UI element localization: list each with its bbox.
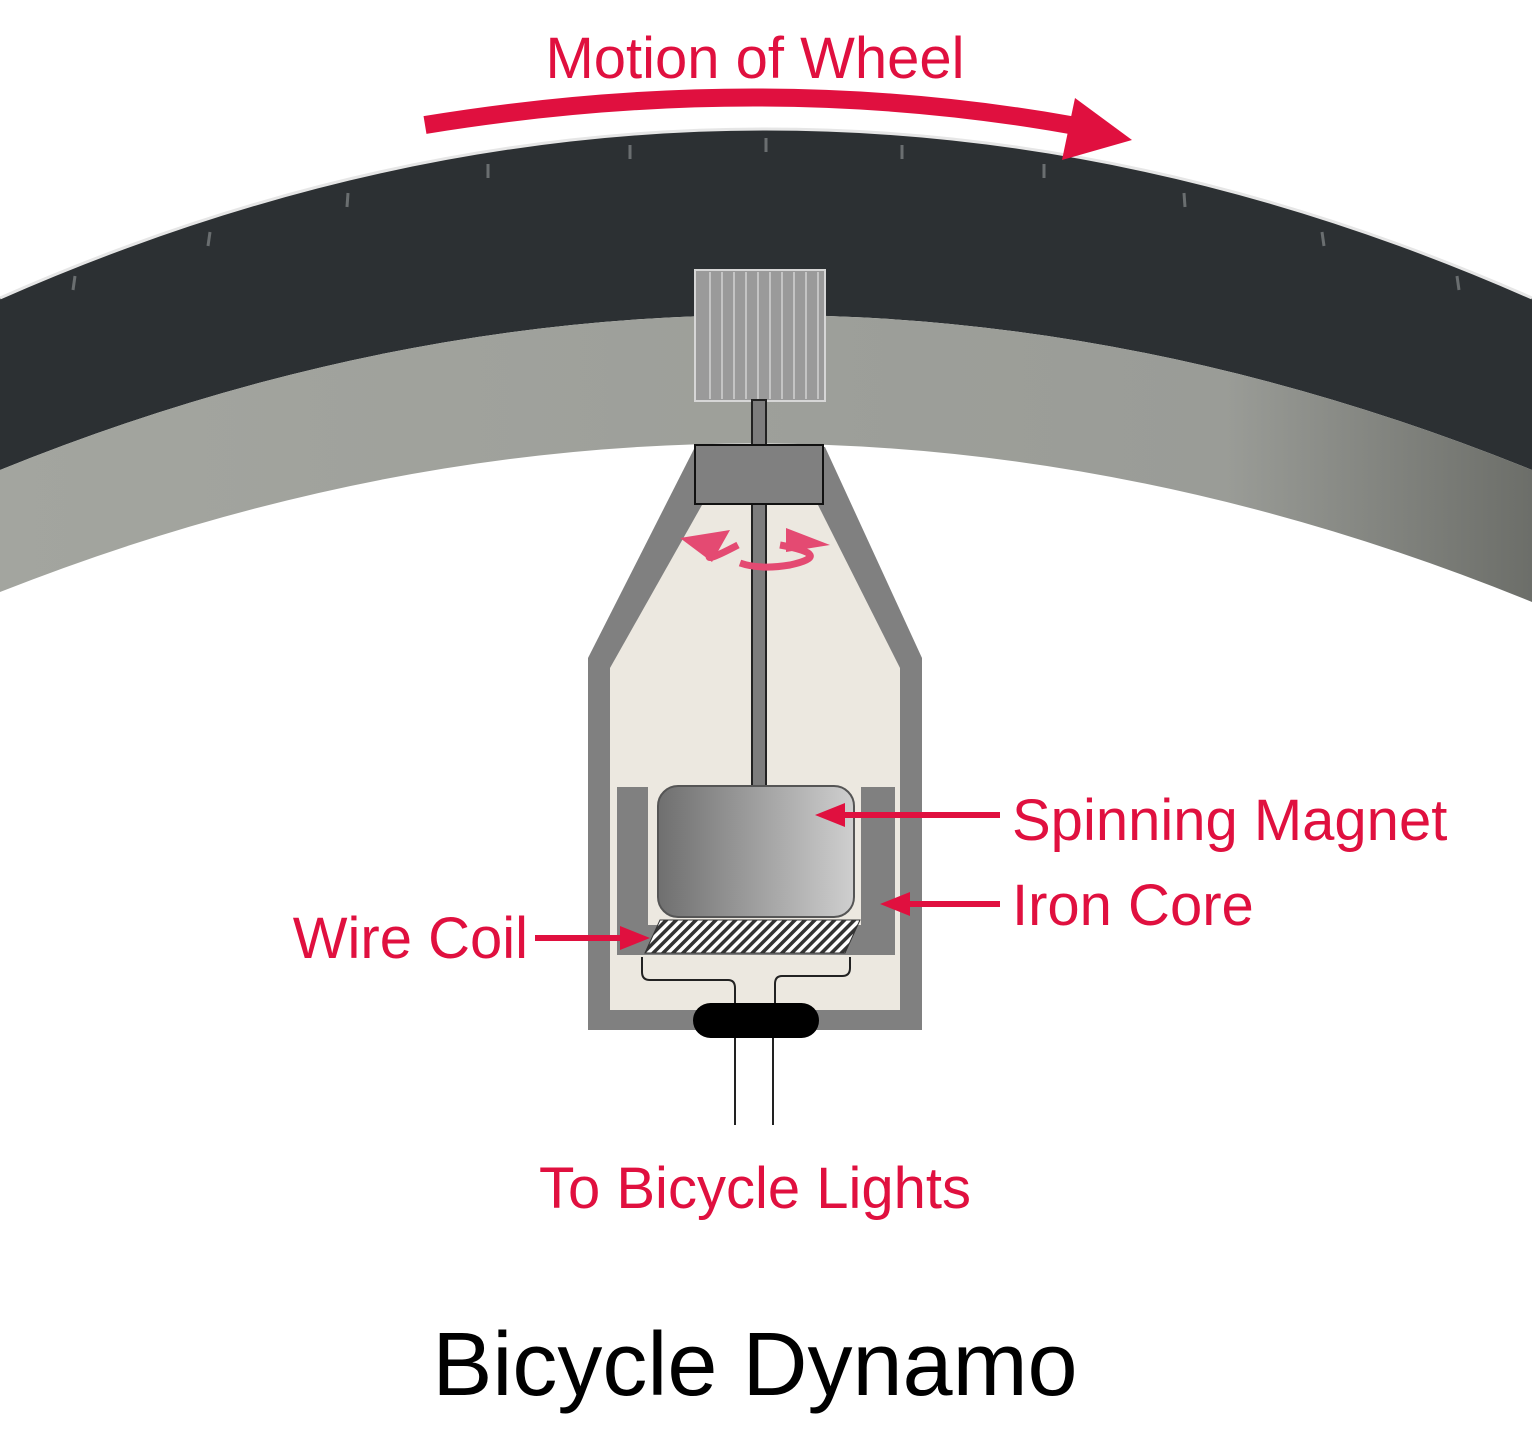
spinning-magnet-label: Spinning Magnet [1012, 788, 1447, 853]
output-connector [693, 1003, 819, 1038]
coil-wires [641, 957, 851, 1125]
diagram-title: Bicycle Dynamo [432, 1315, 1077, 1415]
iron-core-pointer-arrow-icon [880, 892, 1000, 916]
to-bicycle-lights-label: To Bicycle Lights [539, 1156, 971, 1221]
bearing-block [694, 444, 824, 505]
rotation-arrow-icon [680, 528, 830, 571]
wire-coil-label: Wire Coil [293, 906, 528, 971]
tread-highlight [0, 127, 1532, 300]
magnet-pointer-arrow-icon [815, 803, 1000, 827]
rim [0, 315, 1532, 602]
tread-notches [71, 138, 1461, 291]
iron-core-label: Iron Core [1012, 873, 1254, 938]
spinning-magnet [657, 785, 855, 918]
curved-motion-arrow-icon [423, 88, 1132, 160]
motion-label: Motion of Wheel [545, 26, 964, 91]
drive-roller [694, 269, 826, 402]
wire-coil [644, 919, 861, 954]
wire-coil-pointer-arrow-icon [535, 926, 650, 950]
